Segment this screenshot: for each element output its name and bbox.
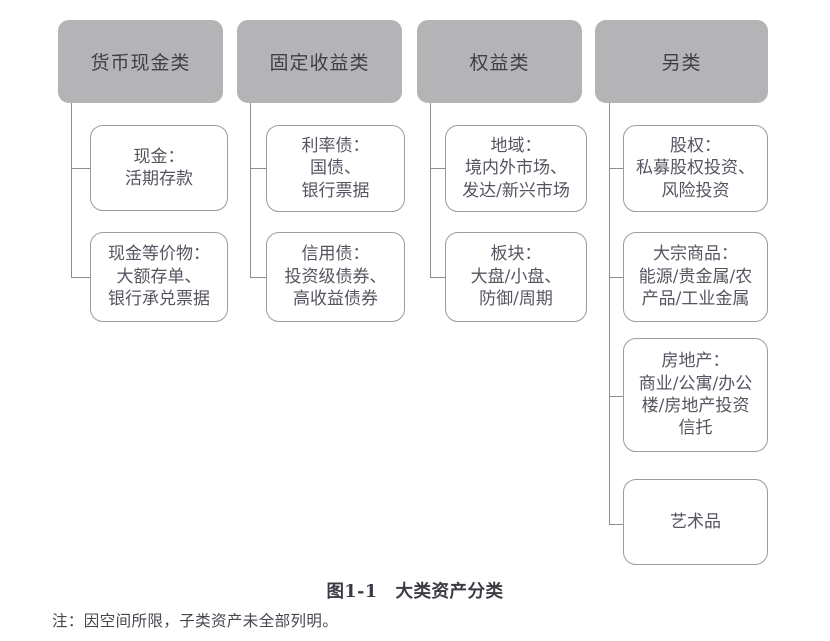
child-box-sector: 板块： 大盘/小盘、 防御/周期	[445, 232, 587, 322]
connector-stub-equity-1	[430, 168, 446, 170]
connector-trunk-fixed-income	[250, 103, 252, 278]
connector-stub-alternatives-2	[609, 277, 624, 279]
child-box-credit-bonds: 信用债： 投资级债券、 高收益债券	[266, 232, 405, 322]
figure-caption: 图1-1 大类资产分类	[326, 582, 504, 602]
child-box-art: 艺术品	[623, 479, 768, 565]
child-box-cash: 现金： 活期存款	[90, 125, 228, 211]
child-box-cash-equivalents: 现金等价物： 大额存单、 银行承兑票据	[90, 232, 228, 322]
child-box-private-equity: 股权： 私募股权投资、 风险投资	[623, 125, 768, 212]
connector-stub-alternatives-1	[609, 168, 624, 170]
connector-stub-money-cash-1	[71, 168, 91, 170]
child-box-commodities: 大宗商品： 能源/贵金属/农 产品/工业金属	[623, 232, 768, 322]
child-box-rate-bonds: 利率债： 国债、 银行票据	[266, 125, 405, 212]
header-box-alternatives: 另类	[595, 20, 768, 103]
header-box-equity: 权益类	[417, 20, 582, 103]
child-box-real-estate: 房地产： 商业/公寓/办公 楼/房地产投资 信托	[623, 338, 768, 452]
connector-trunk-money-cash	[71, 103, 73, 278]
connector-trunk-alternatives	[609, 103, 611, 525]
figure-note: 注：因空间所限，子类资产未全部列明。	[52, 612, 339, 630]
connector-stub-equity-2	[430, 277, 446, 279]
connector-stub-fixed-income-2	[250, 277, 267, 279]
connector-stub-fixed-income-1	[250, 168, 267, 170]
header-box-fixed-income: 固定收益类	[237, 20, 402, 103]
connector-stub-alternatives-3	[609, 396, 624, 398]
connector-stub-money-cash-2	[71, 277, 91, 279]
child-box-region: 地域： 境内外市场、 发达/新兴市场	[445, 125, 587, 212]
connector-trunk-equity	[430, 103, 432, 278]
header-box-money-cash: 货币现金类	[58, 20, 223, 103]
connector-stub-alternatives-4	[609, 524, 624, 526]
